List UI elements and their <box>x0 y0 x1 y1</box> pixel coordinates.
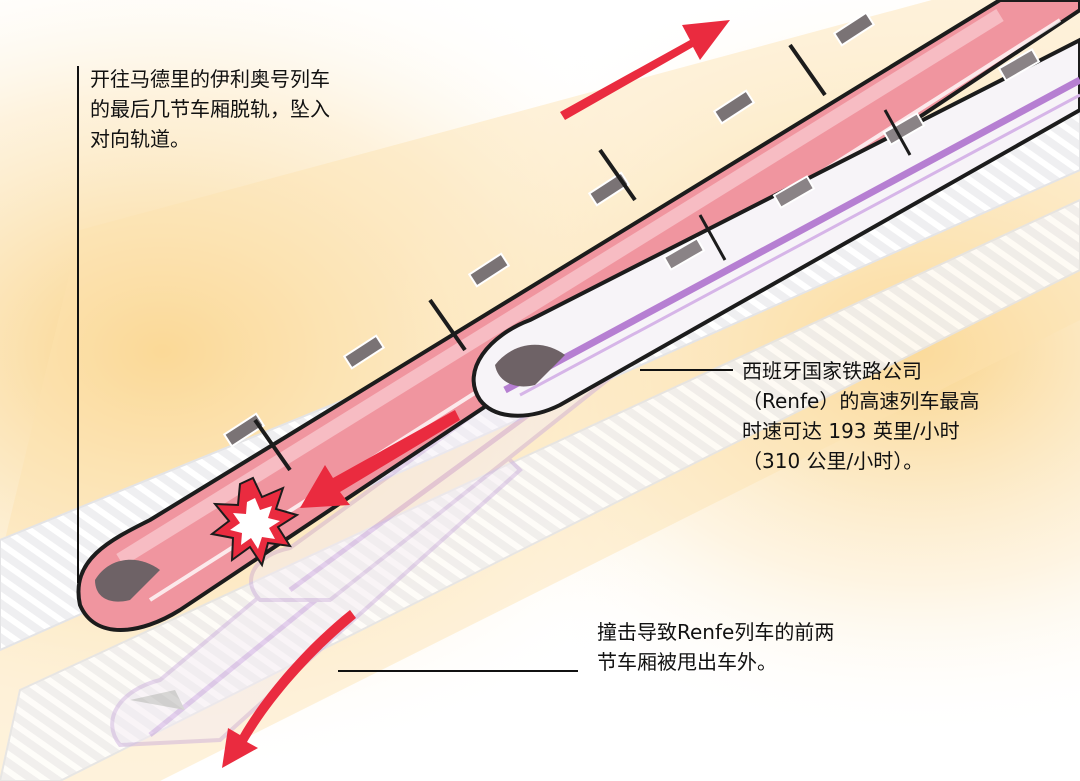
track-lower <box>0 198 1080 781</box>
renfe-leader-line <box>640 369 733 371</box>
explosion-icon <box>209 476 300 568</box>
renfe-annotation: 西班牙国家铁路公司 （Renfe）的高速列车最高 时速可达 193 英里/小时 … <box>742 359 980 473</box>
iryo-annotation: 开往马德里的伊利奥号列车 的最后几节车厢脱轨，坠入 对向轨道。 <box>90 67 330 151</box>
iryo-leader-line <box>77 66 79 583</box>
impact-annotation: 撞击导致Renfe列车的前两 节车厢被甩出车外。 <box>597 620 835 674</box>
arrow-icon-fling <box>222 610 356 768</box>
renfe-train <box>471 37 1080 418</box>
arrow-icon-crash <box>300 410 460 508</box>
impact-leader-line <box>338 670 578 672</box>
arrow-icon <box>560 20 730 120</box>
